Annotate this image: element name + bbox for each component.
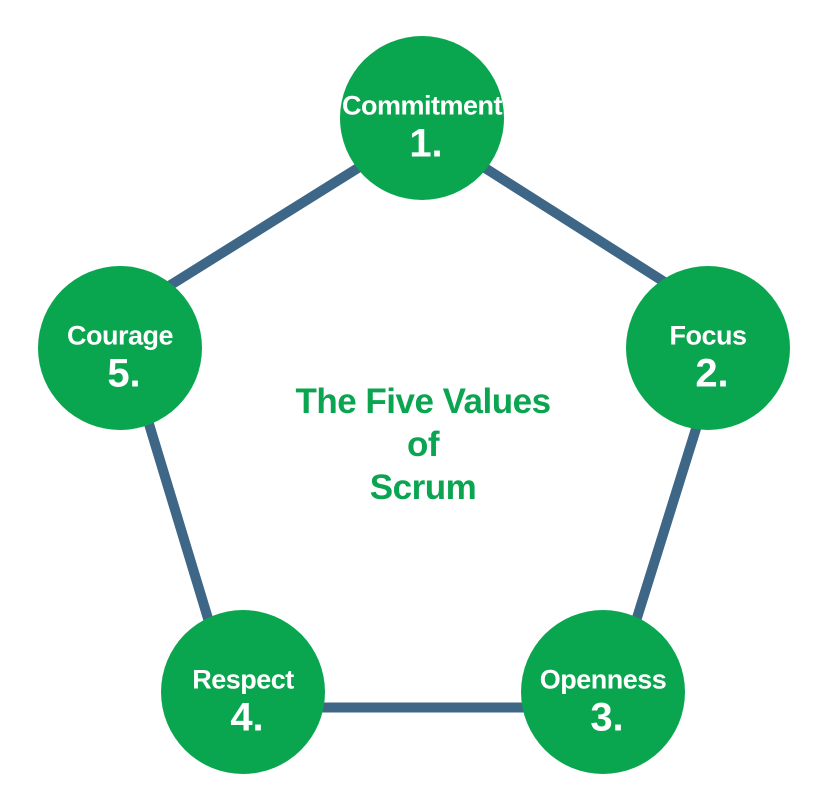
value-label: Openness bbox=[539, 664, 667, 695]
value-number: 4. bbox=[230, 695, 264, 740]
value-circle-courage: Courage 5. bbox=[38, 266, 202, 430]
diagram-title: The Five Values of Scrum bbox=[173, 380, 673, 509]
value-circle-commitment: Commitment 1. bbox=[340, 36, 504, 200]
value-number: 5. bbox=[107, 351, 141, 396]
value-label: Courage bbox=[66, 320, 174, 351]
value-label: Commitment bbox=[341, 90, 503, 121]
title-line-2: of bbox=[406, 425, 440, 464]
value-circle-openness: Openness 3. bbox=[521, 610, 685, 774]
value-circle-focus: Focus 2. bbox=[626, 266, 790, 430]
value-label: Respect bbox=[192, 664, 294, 695]
value-label: Focus bbox=[669, 320, 747, 351]
value-number: 3. bbox=[590, 695, 624, 740]
title-line-3: Scrum bbox=[369, 468, 477, 507]
title-line-1: The Five Values bbox=[295, 382, 551, 421]
value-number: 1. bbox=[409, 121, 443, 166]
value-number: 2. bbox=[695, 351, 729, 396]
value-circle-respect: Respect 4. bbox=[161, 610, 325, 774]
